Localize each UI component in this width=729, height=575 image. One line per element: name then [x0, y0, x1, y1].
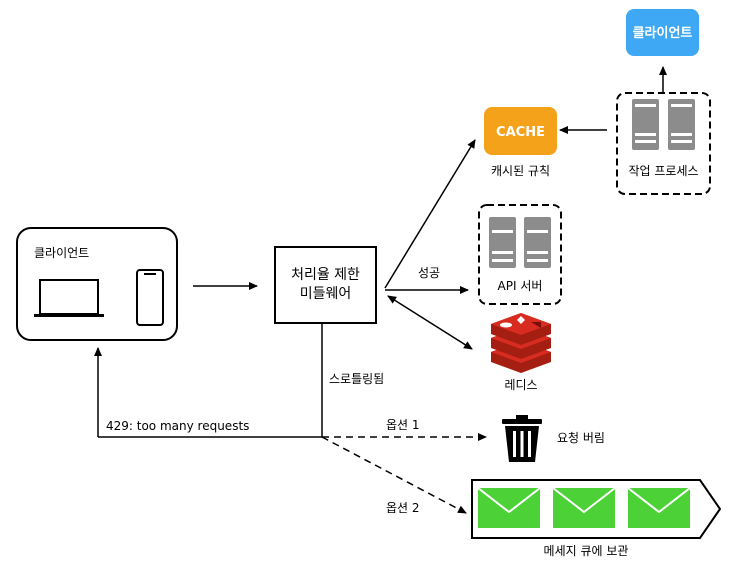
message-queue-node: 메세지 큐에 보관	[471, 479, 722, 558]
worker-process-node: 작업 프로세스	[616, 92, 711, 195]
redis-node: 레디스	[491, 313, 551, 392]
edge-limiter-redis	[387, 295, 473, 350]
edge-success-label: 성공	[418, 266, 440, 280]
server-icon	[668, 99, 695, 150]
envelope-icon	[552, 487, 616, 528]
edge-429-label: 429: too many requests	[106, 419, 249, 433]
laptop-icon	[34, 279, 104, 317]
client-top-node: 클라이언트	[626, 9, 699, 56]
edge-option2-label: 옵션 2	[386, 501, 420, 515]
rate-limiter-box: 처리율 제한 미들웨어	[274, 246, 377, 324]
client-left-box: 클라이언트	[16, 227, 178, 341]
cache-node: CACHE 캐시된 규칙	[484, 107, 557, 178]
trash-node: 요청 버림	[502, 415, 605, 462]
server-icon	[632, 99, 659, 150]
worker-caption: 작업 프로세스	[628, 164, 698, 178]
rate-limiter-title-line1: 처리율 제한	[291, 267, 360, 283]
cache-label: CACHE	[496, 125, 545, 140]
redis-icon	[491, 313, 551, 373]
edge-limiter-to-cache	[384, 139, 476, 289]
edge-option1-label: 옵션 1	[386, 418, 420, 432]
phone-icon	[136, 269, 164, 326]
client-top-label: 클라이언트	[633, 25, 693, 41]
trash-icon	[502, 415, 542, 462]
edge-option2	[321, 436, 467, 514]
rate-limiter-title-line2: 미들웨어	[300, 286, 352, 302]
api-server-caption: API 서버	[498, 279, 543, 293]
server-icon	[489, 217, 516, 268]
cache-caption: 캐시된 규칙	[491, 164, 550, 178]
server-icon	[524, 217, 551, 268]
envelope-icon	[627, 487, 691, 528]
client-left-label: 클라이언트	[34, 246, 89, 260]
api-server-node: API 서버	[478, 204, 562, 305]
edge-throttled-label: 스로틀링됨	[329, 372, 384, 386]
redis-caption: 레디스	[504, 378, 537, 392]
envelope-icon	[477, 487, 541, 528]
trash-caption: 요청 버림	[557, 431, 605, 445]
queue-caption: 메세지 큐에 보관	[544, 544, 629, 558]
